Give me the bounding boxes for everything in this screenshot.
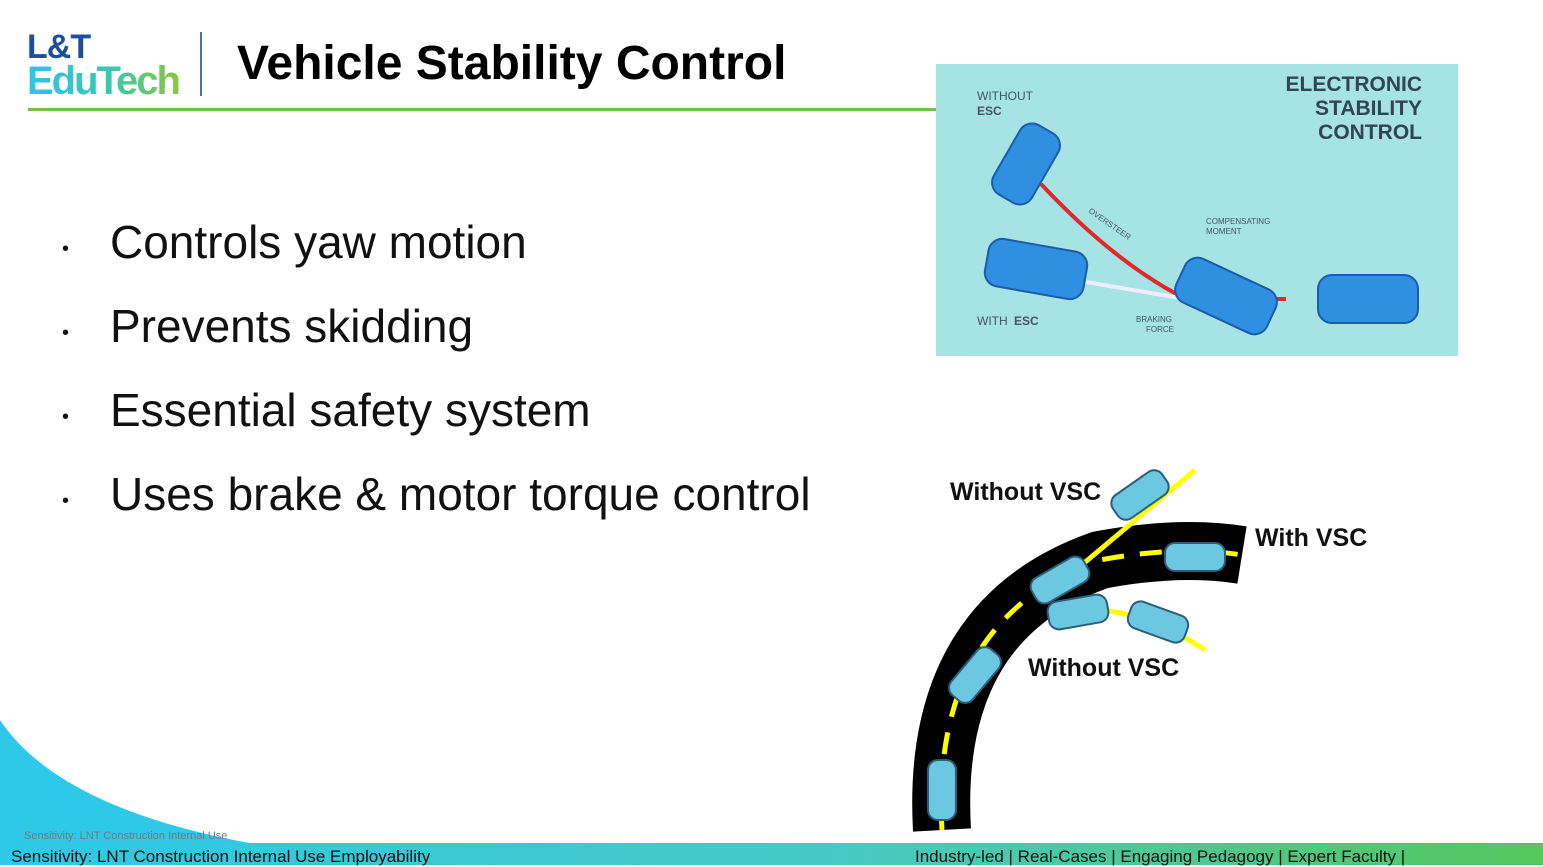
logo: L&T EduTech <box>27 28 181 103</box>
bullet-item: •Controls yaw motion <box>62 216 527 268</box>
divider <box>200 32 202 96</box>
label-compensating: COMPENSATING <box>1206 217 1270 226</box>
label-force: FORCE <box>1146 325 1174 334</box>
esc-illustration: WITHOUT ESC WITH ESC OVERSTEER COMPENSAT… <box>936 64 1458 356</box>
esc-title-3: CONTROL <box>1318 121 1422 144</box>
bullet-item: •Essential safety system <box>62 384 591 436</box>
footer-right-text: Industry-led | Real-Cases | Engaging Ped… <box>915 847 1406 866</box>
vsc-illustration: Without VSC With VSC Without VSC <box>900 450 1400 835</box>
corner-decoration <box>0 720 260 845</box>
title-underline <box>28 108 936 111</box>
label-without: WITHOUT <box>977 89 1034 103</box>
bullet-text: Uses brake & motor torque control <box>110 468 811 520</box>
bullet-text: Prevents skidding <box>110 300 474 352</box>
label-without-vsc-bottom: Without VSC <box>1028 654 1179 682</box>
sensitivity-label: Sensitivity: LNT Construction Internal U… <box>24 830 228 842</box>
bullet-list: •Controls yaw motion •Prevents skidding … <box>62 200 811 536</box>
footer-left-text: Sensitivity: LNT Construction Internal U… <box>11 847 431 866</box>
bullet-text: Controls yaw motion <box>110 216 527 268</box>
label-with-vsc: With VSC <box>1255 524 1367 552</box>
label-moment: MOMENT <box>1206 227 1242 236</box>
bullet-text: Essential safety system <box>110 384 591 436</box>
bullet-item: •Uses brake & motor torque control <box>62 468 811 520</box>
esc-title-1: ELECTRONIC <box>1286 73 1423 96</box>
logo-line2: EduTech <box>27 59 181 103</box>
slide-title: Vehicle Stability Control <box>237 37 787 90</box>
label-with: WITH <box>977 314 1008 328</box>
label-without-vsc-top: Without VSC <box>950 478 1101 506</box>
label-esc-top: ESC <box>977 104 1002 118</box>
bullet-item: •Prevents skidding <box>62 300 474 352</box>
footer-bar: Sensitivity: LNT Construction Internal U… <box>0 843 1543 866</box>
label-braking: BRAKING <box>1136 315 1172 324</box>
esc-title-2: STABILITY <box>1315 97 1422 120</box>
label-esc-bottom: ESC <box>1014 314 1039 328</box>
logo-line1: L&T <box>27 28 91 66</box>
